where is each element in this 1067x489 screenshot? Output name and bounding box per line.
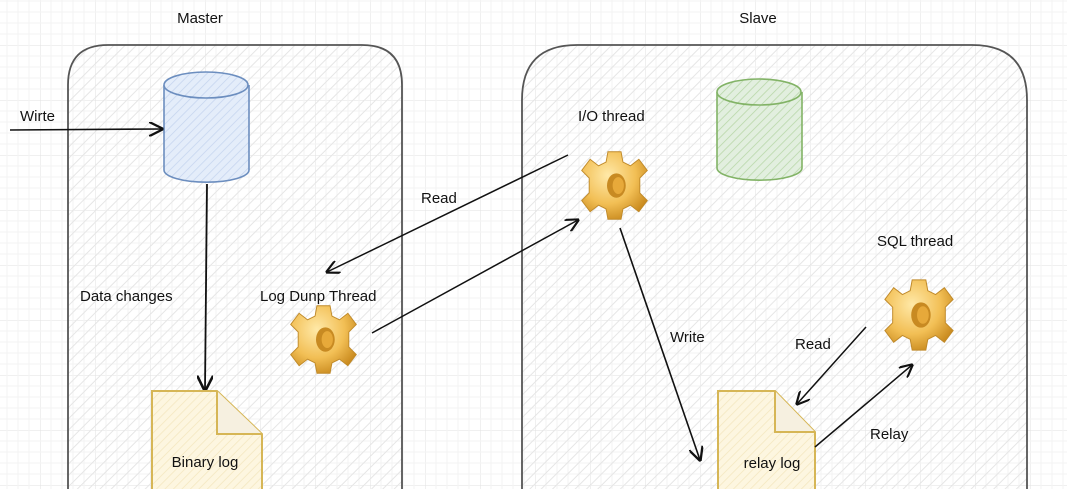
relay-log-label: relay log: [744, 455, 801, 472]
master-container[interactable]: [67, 44, 403, 489]
sql-thread-gear-icon[interactable]: [884, 279, 954, 351]
dump-thread-label: Log Dunp Thread: [260, 288, 376, 305]
master-database-icon[interactable]: [163, 71, 250, 183]
binary-log-label: Binary log: [172, 454, 239, 471]
slave-container[interactable]: [521, 44, 1028, 489]
binlog-send-arrow[interactable]: [371, 220, 578, 334]
read-request-arrow[interactable]: [327, 154, 569, 272]
relay-label: Relay: [870, 426, 909, 443]
dump-thread-gear-icon[interactable]: [290, 305, 357, 374]
write-arrow[interactable]: [9, 129, 162, 130]
sql-read-label: Read: [795, 336, 831, 353]
data-changes-arrow[interactable]: [205, 183, 207, 390]
sql-thread-label: SQL thread: [877, 233, 953, 250]
io-thread-label: I/O thread: [578, 108, 645, 125]
relay-arrow[interactable]: [814, 365, 912, 448]
binary-log-document-icon[interactable]: [151, 390, 263, 489]
relay-log-document-icon[interactable]: [717, 390, 816, 489]
write-label: Wirte: [20, 108, 55, 125]
slave-database-icon[interactable]: [716, 78, 803, 181]
data-changes-label: Data changes: [80, 288, 173, 305]
io-thread-gear-icon[interactable]: [581, 151, 648, 220]
slave-title: Slave: [739, 10, 777, 27]
slave-write-label: Write: [670, 329, 705, 346]
sql-read-arrow[interactable]: [797, 326, 867, 404]
master-title: Master: [177, 10, 223, 27]
read-label: Read: [421, 190, 457, 207]
relay-write-arrow[interactable]: [619, 227, 700, 460]
